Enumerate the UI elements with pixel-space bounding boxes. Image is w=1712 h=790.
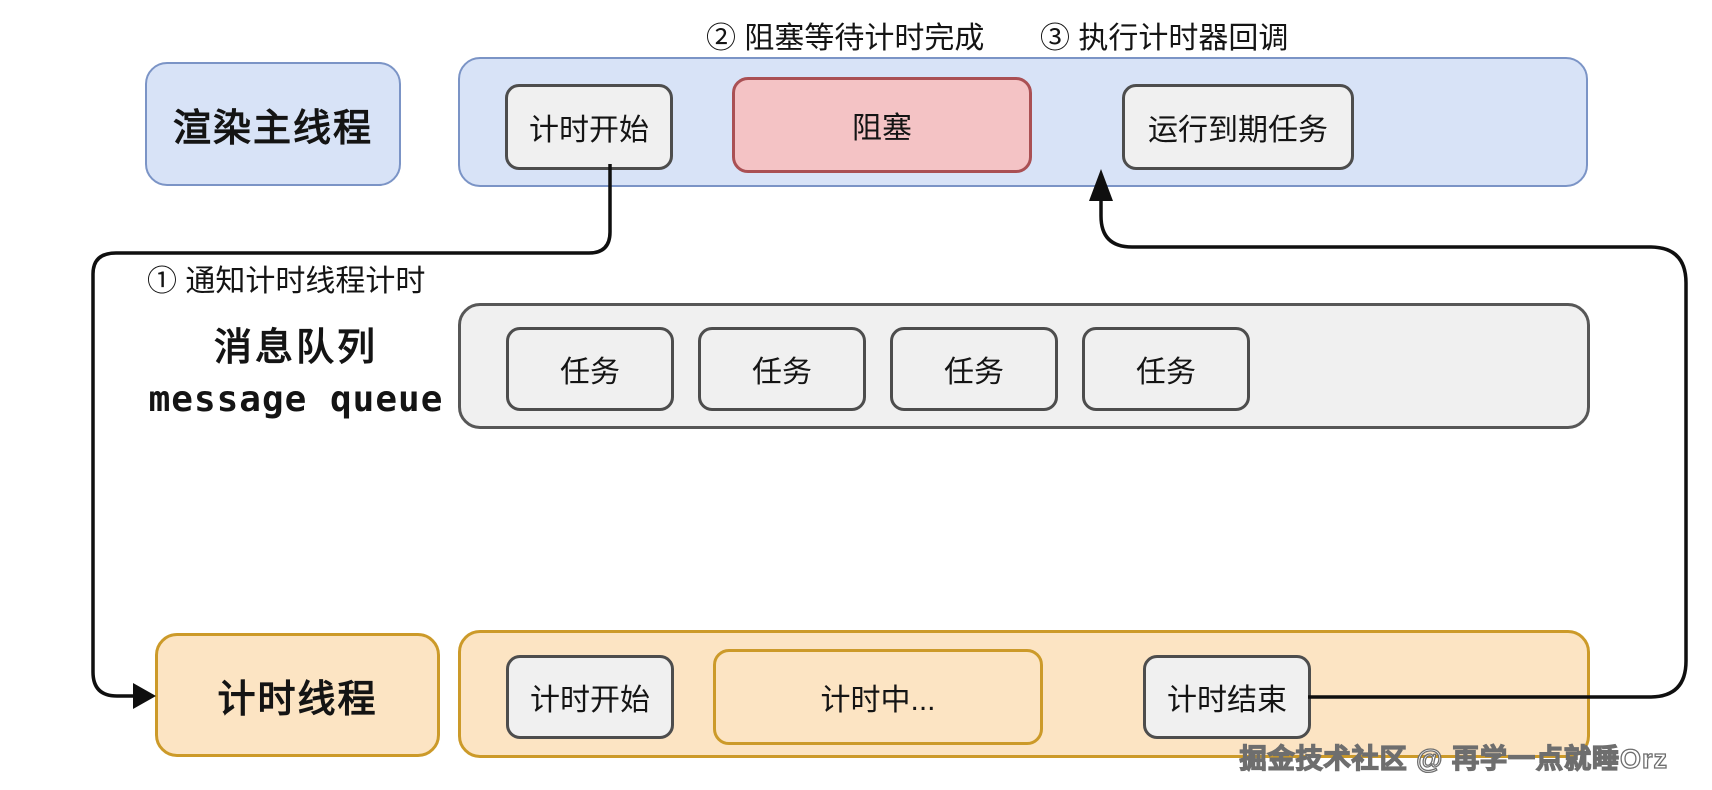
task-node: 任务 — [890, 327, 1058, 411]
arrow-notify-timer-thread — [91, 164, 612, 698]
annotation-step2: ② 阻塞等待计时完成 — [706, 22, 985, 55]
task-node: 任务 — [506, 327, 674, 411]
annotation-step1: ① 通知计时线程计时 — [147, 265, 426, 298]
render-main-thread-box: 渲染主线程 — [145, 62, 401, 186]
node-timer-start-timer-thread: 计时开始 — [506, 655, 674, 739]
message-queue-label-zh: 消息队列 — [213, 327, 378, 369]
annotation-step3: ③ 执行计时器回调 — [1040, 22, 1289, 55]
node-timing: 计时中... — [713, 649, 1043, 745]
arrow-timer-done-callback — [1099, 198, 1688, 699]
arrowhead-into-timer-thread — [133, 683, 156, 709]
main-thread-lane: 计时开始 阻塞 运行到期任务 — [458, 57, 1588, 187]
node-run-expired-tasks: 运行到期任务 — [1122, 84, 1354, 170]
node-timer-start-main: 计时开始 — [505, 84, 673, 170]
node-timer-end: 计时结束 — [1143, 655, 1311, 739]
message-queue-lane: 任务 任务 任务 任务 — [458, 303, 1590, 429]
task-node: 任务 — [698, 327, 866, 411]
message-queue-label: 消息队列 message queue — [120, 316, 472, 420]
node-blocked: 阻塞 — [732, 77, 1032, 173]
message-queue-label-en: message queue — [148, 379, 444, 420]
watermark: 掘金技术社区 @ 再学一点就睡Orz — [1239, 743, 1668, 774]
timer-thread-box: 计时线程 — [155, 633, 440, 757]
task-node: 任务 — [1082, 327, 1250, 411]
